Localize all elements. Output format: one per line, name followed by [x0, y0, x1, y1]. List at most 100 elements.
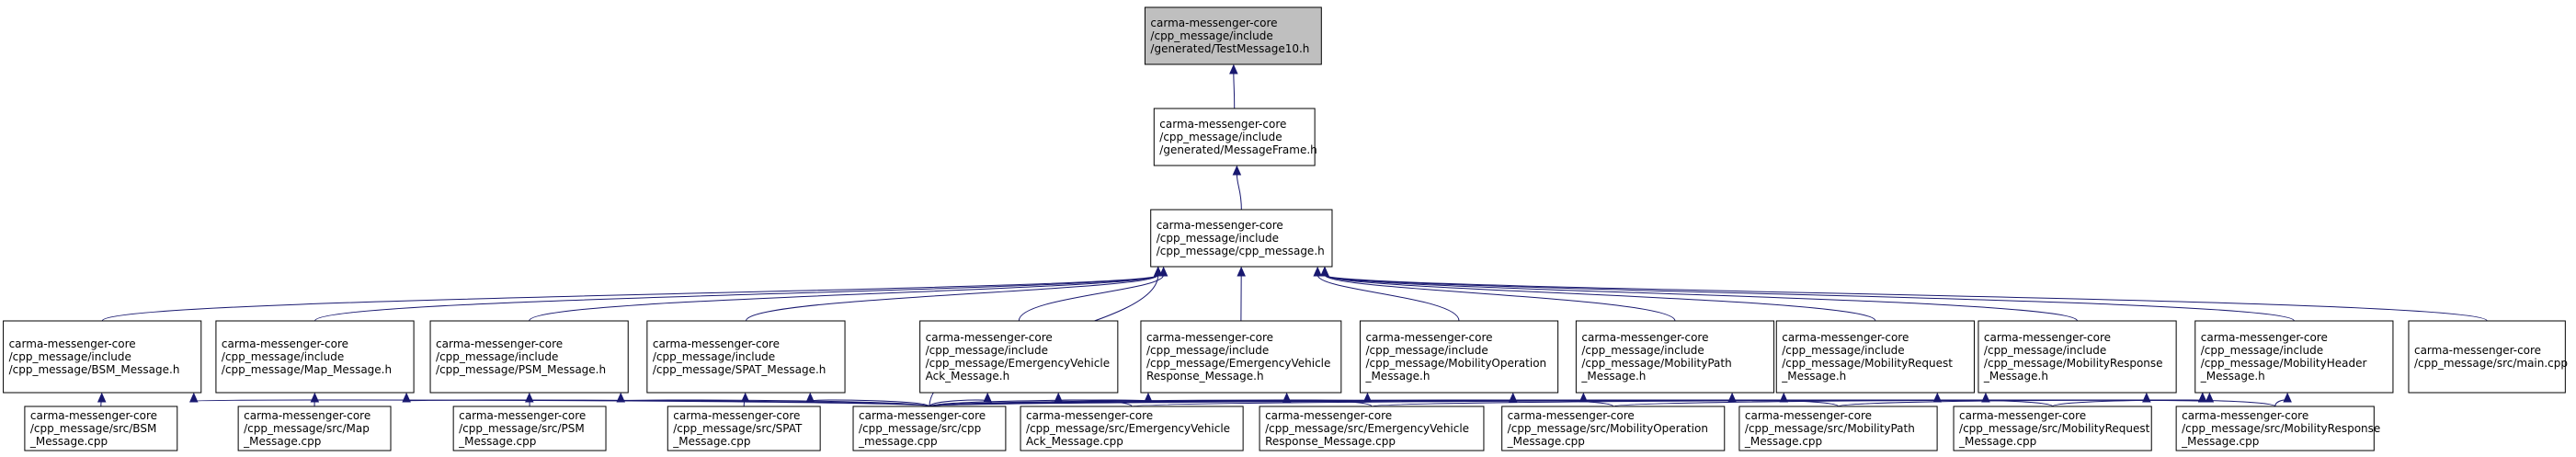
node-label-line: _Message.h — [1983, 370, 2048, 383]
edge-evr_message_h-to-cpp_message_h — [1237, 266, 1246, 322]
node-label-line: /cpp_message/PSM_Message.h — [436, 363, 606, 376]
edge-arrowhead — [1237, 266, 1246, 277]
node-label-line: carma-messenger-core — [2182, 409, 2308, 422]
edge-arrowhead — [983, 392, 992, 403]
node-label-line: carma-messenger-core — [30, 409, 157, 422]
node-bsm-message-h[interactable]: carma-messenger-core/cpp_message/include… — [3, 320, 202, 394]
node-mheader-message-h[interactable]: carma-messenger-core/cpp_message/include… — [2194, 320, 2394, 394]
edge-mresp_message_cpp-to-mheader_message_h — [2274, 392, 2292, 407]
node-label-line: carma-messenger-core — [1782, 331, 1909, 344]
node-map-message-cpp[interactable]: carma-messenger-core/cpp_message/src/Map… — [237, 406, 392, 451]
node-psm-message-cpp[interactable]: carma-messenger-core/cpp_message/src/PSM… — [452, 406, 607, 451]
node-mreq-message-cpp[interactable]: carma-messenger-core/cpp_message/src/Mob… — [1953, 406, 2152, 451]
edge-bsm_message_cpp-to-bsm_message_h — [97, 392, 107, 407]
node-label-line: carma-messenger-core — [244, 409, 370, 422]
node-main-cpp[interactable]: carma-messenger-core/cpp_message/src/mai… — [2408, 320, 2568, 394]
node-label-line: /cpp_message/include — [1150, 29, 1272, 42]
edge-mpath_message_h-to-cpp_message_h — [1320, 266, 1676, 322]
edge-line — [1233, 72, 1236, 109]
node-box — [3, 320, 202, 394]
node-box — [2194, 320, 2394, 394]
node-label-line: /cpp_message/src/BSM — [30, 422, 156, 435]
edge-mresp_message_h-to-cpp_message_h — [1320, 266, 2079, 322]
node-box — [429, 320, 629, 394]
node-label-line: /cpp_message/include — [2201, 344, 2323, 357]
node-label-line: carma-messenger-core — [1265, 409, 1392, 422]
node-label-line: /cpp_message/src/SPAT — [673, 422, 803, 435]
node-box — [237, 406, 392, 451]
node-label-line: carma-messenger-core — [459, 409, 586, 422]
node-label-line: _Message.cpp — [1744, 435, 1822, 448]
edge-arrowhead — [1158, 266, 1168, 277]
node-psm-message-h[interactable]: carma-messenger-core/cpp_message/include… — [429, 320, 629, 394]
edge-line — [1324, 274, 2079, 322]
node-label-line: _Message.cpp — [672, 435, 750, 448]
edge-arrowhead — [1153, 266, 1163, 277]
node-evr-message-h[interactable]: carma-messenger-core/cpp_message/include… — [1140, 320, 1342, 394]
edge-arrowhead — [616, 392, 626, 403]
edge-line — [2052, 399, 2210, 407]
edge-line — [193, 399, 930, 407]
node-label-line: carma-messenger-core — [1146, 331, 1273, 344]
edge-line — [1324, 274, 1676, 322]
node-label-line: _Message.h — [1364, 370, 1430, 383]
node-mresp-message-h[interactable]: carma-messenger-core/cpp_message/include… — [1978, 320, 2177, 394]
node-eva-message-cpp[interactable]: carma-messenger-core/cpp_message/src/Eme… — [1020, 406, 1244, 451]
edge-main_cpp-to-cpp_message_h — [1320, 266, 2488, 322]
node-box — [1953, 406, 2152, 451]
file-nodes: carma-messenger-core/cpp_message/include… — [3, 6, 2568, 451]
node-label-line: /cpp_message/src/MobilityResponse — [2182, 422, 2380, 435]
node-map-message-h[interactable]: carma-messenger-core/cpp_message/include… — [215, 320, 415, 394]
node-mpath-message-h[interactable]: carma-messenger-core/cpp_message/include… — [1575, 320, 1775, 394]
node-box — [1020, 406, 1244, 451]
node-bsm-message-cpp[interactable]: carma-messenger-core/cpp_message/src/BSM… — [24, 406, 178, 451]
edge-bsm_message_h-to-cpp_message_h — [101, 266, 1163, 322]
node-label-line: /cpp_message/include — [1581, 344, 1704, 357]
edge-arrowhead — [310, 392, 320, 403]
edge-line — [314, 274, 1159, 322]
node-spat-message-cpp[interactable]: carma-messenger-core/cpp_message/src/SPA… — [667, 406, 821, 451]
edge-cpp_message_cpp-to-bsm_message_h — [189, 392, 930, 407]
node-box — [1738, 406, 1938, 451]
node-mop-message-cpp[interactable]: carma-messenger-core/cpp_message/src/Mob… — [1501, 406, 1726, 451]
node-mop-message-h[interactable]: carma-messenger-core/cpp_message/include… — [1359, 320, 1559, 394]
node-label-line: _Message.cpp — [1958, 435, 2036, 448]
edge-psm_message_cpp-to-psm_message_h — [525, 392, 534, 407]
node-cpp-message-h[interactable]: carma-messenger-core/cpp_message/include… — [1150, 209, 1333, 268]
node-label-line: /cpp_message/src/cpp — [859, 422, 981, 435]
node-box — [1144, 6, 1322, 65]
node-mresp-message-cpp[interactable]: carma-messenger-core/cpp_message/src/Mob… — [2175, 406, 2380, 451]
edge-spat_message_h-to-cpp_message_h — [745, 266, 1163, 322]
edge-arrowhead — [805, 392, 815, 403]
node-spat-message-h[interactable]: carma-messenger-core/cpp_message/include… — [646, 320, 846, 394]
node-label-line: /cpp_message/src/MobilityOperation — [1508, 422, 1708, 435]
node-label-line: /generated/TestMessage10.h — [1150, 42, 1309, 55]
node-mpath-message-cpp[interactable]: carma-messenger-core/cpp_message/src/Mob… — [1738, 406, 1938, 451]
node-eva-message-h[interactable]: carma-messenger-core/cpp_message/include… — [919, 320, 1119, 394]
node-label-line: carma-messenger-core — [222, 337, 348, 350]
node-cpp-message-cpp[interactable]: carma-messenger-core/cpp_message/src/cpp… — [852, 406, 1007, 451]
node-evr-message-cpp[interactable]: carma-messenger-core/cpp_message/src/Eme… — [1259, 406, 1485, 451]
edge-line — [1324, 274, 2295, 322]
node-box — [2175, 406, 2375, 451]
dependency-edges — [97, 63, 2488, 407]
node-messageframe-h[interactable]: carma-messenger-core/cpp_message/include… — [1153, 108, 1317, 166]
edge-cpp_message_cpp-to-spat_message_h — [805, 392, 930, 407]
node-box — [852, 406, 1007, 451]
edge-arrowhead — [525, 392, 534, 403]
edge-map_message_cpp-to-map_message_h — [310, 392, 320, 407]
node-box — [1259, 406, 1485, 451]
node-label-line: carma-messenger-core — [9, 337, 136, 350]
node-label-line: /cpp_message/src/main.cpp — [2414, 357, 2568, 370]
edge-line — [101, 274, 1159, 322]
node-label-line: carma-messenger-core — [1159, 118, 1286, 131]
node-label-line: /cpp_message/include — [222, 350, 344, 363]
node-label-line: carma-messenger-core — [653, 337, 780, 350]
node-label-line: carma-messenger-core — [2414, 344, 2541, 357]
node-box — [1978, 320, 2177, 394]
node-label-line: carma-messenger-core — [673, 409, 800, 422]
node-label-line: /cpp_message/EmergencyVehicle — [926, 357, 1110, 370]
node-testmessage10-h[interactable]: carma-messenger-core/cpp_message/include… — [1144, 6, 1322, 65]
node-mreq-message-h[interactable]: carma-messenger-core/cpp_message/include… — [1775, 320, 1975, 394]
node-label-line: Ack_Message.cpp — [1026, 435, 1123, 448]
